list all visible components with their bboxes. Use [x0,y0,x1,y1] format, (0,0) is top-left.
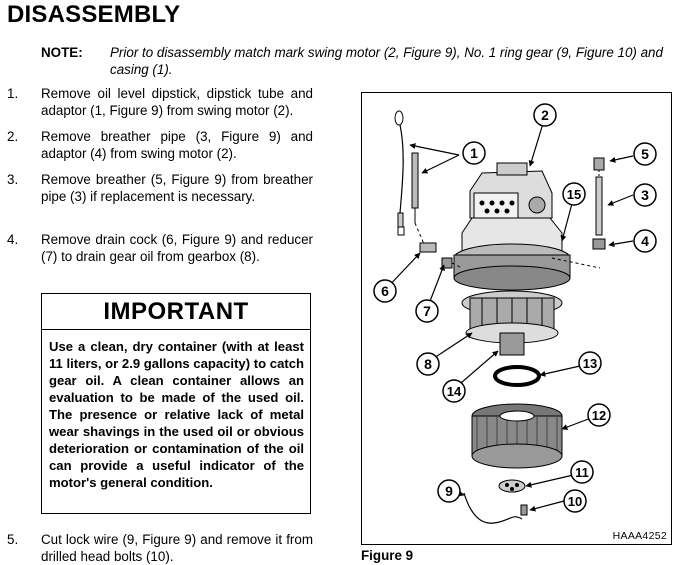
important-title: IMPORTANT [42,294,310,330]
callout-6: 6 [373,279,397,303]
svg-text:1: 1 [470,145,478,161]
drain-cock-illustration [419,242,463,269]
callout-5: 5 [633,142,657,166]
svg-text:2: 2 [541,107,549,123]
callout-7: 7 [415,299,439,323]
svg-text:9: 9 [445,483,453,499]
step-number: 3. [7,172,19,187]
step-text: Remove breather pipe (3, Figure 9) and a… [41,129,313,161]
svg-text:6: 6 [381,283,389,299]
step-number: 2. [7,129,19,144]
callout-14: 14 [442,379,466,403]
step-number: 1. [7,86,19,101]
svg-text:3: 3 [641,187,649,203]
important-box: IMPORTANT Use a clean, dry container (wi… [41,293,311,514]
callout-10: 10 [563,489,587,513]
svg-text:10: 10 [568,494,582,509]
plate-and-bolt-illustration [463,479,528,524]
exploded-view-illustration: 1 2 3 4 5 6 7 8 [373,103,657,524]
step-text: Cut lock wire (9, Figure 9) and remove i… [41,532,313,564]
svg-text:4: 4 [641,233,649,249]
figure-9-diagram: 1 2 3 4 5 6 7 8 [361,92,672,545]
callout-1: 1 [462,141,486,165]
svg-text:8: 8 [424,356,432,372]
svg-text:11: 11 [575,465,589,480]
callout-15: 15 [562,182,586,206]
figure-caption: Figure 9 [361,548,414,563]
svg-text:12: 12 [592,408,606,423]
figure-code: HAAA4252 [612,530,667,542]
callout-9: 9 [437,479,461,503]
callout-3: 3 [633,183,657,207]
callout-13: 13 [578,351,602,375]
step-text: Remove oil level dipstick, dipstick tube… [41,86,313,118]
o-ring-illustration [493,365,541,387]
step-text: Remove drain cock (6, Figure 9) and redu… [41,232,313,264]
step-number: 4. [7,232,19,247]
callout-12: 12 [587,403,611,427]
callout-8: 8 [416,352,440,376]
callout-11: 11 [570,460,594,484]
page-heading: DISASSEMBLY [7,1,181,28]
note-text: Prior to disassembly match mark swing mo… [110,45,663,77]
step-text: Remove breather (5, Figure 9) from breat… [41,172,313,204]
sun-gear-illustration [471,403,563,469]
swing-motor-illustration [453,162,601,356]
svg-text:5: 5 [641,146,649,162]
callout-4: 4 [633,229,657,253]
note-label: NOTE: [41,45,83,60]
step-number: 5. [7,532,19,547]
svg-text:13: 13 [583,356,597,371]
svg-text:14: 14 [447,384,462,399]
svg-text:15: 15 [567,187,581,202]
dipstick-illustration [394,110,428,252]
callout-2: 2 [533,103,557,127]
breather-pipe-illustration [592,157,606,250]
important-body: Use a clean, dry container (with at leas… [49,339,304,490]
svg-text:7: 7 [423,303,431,319]
